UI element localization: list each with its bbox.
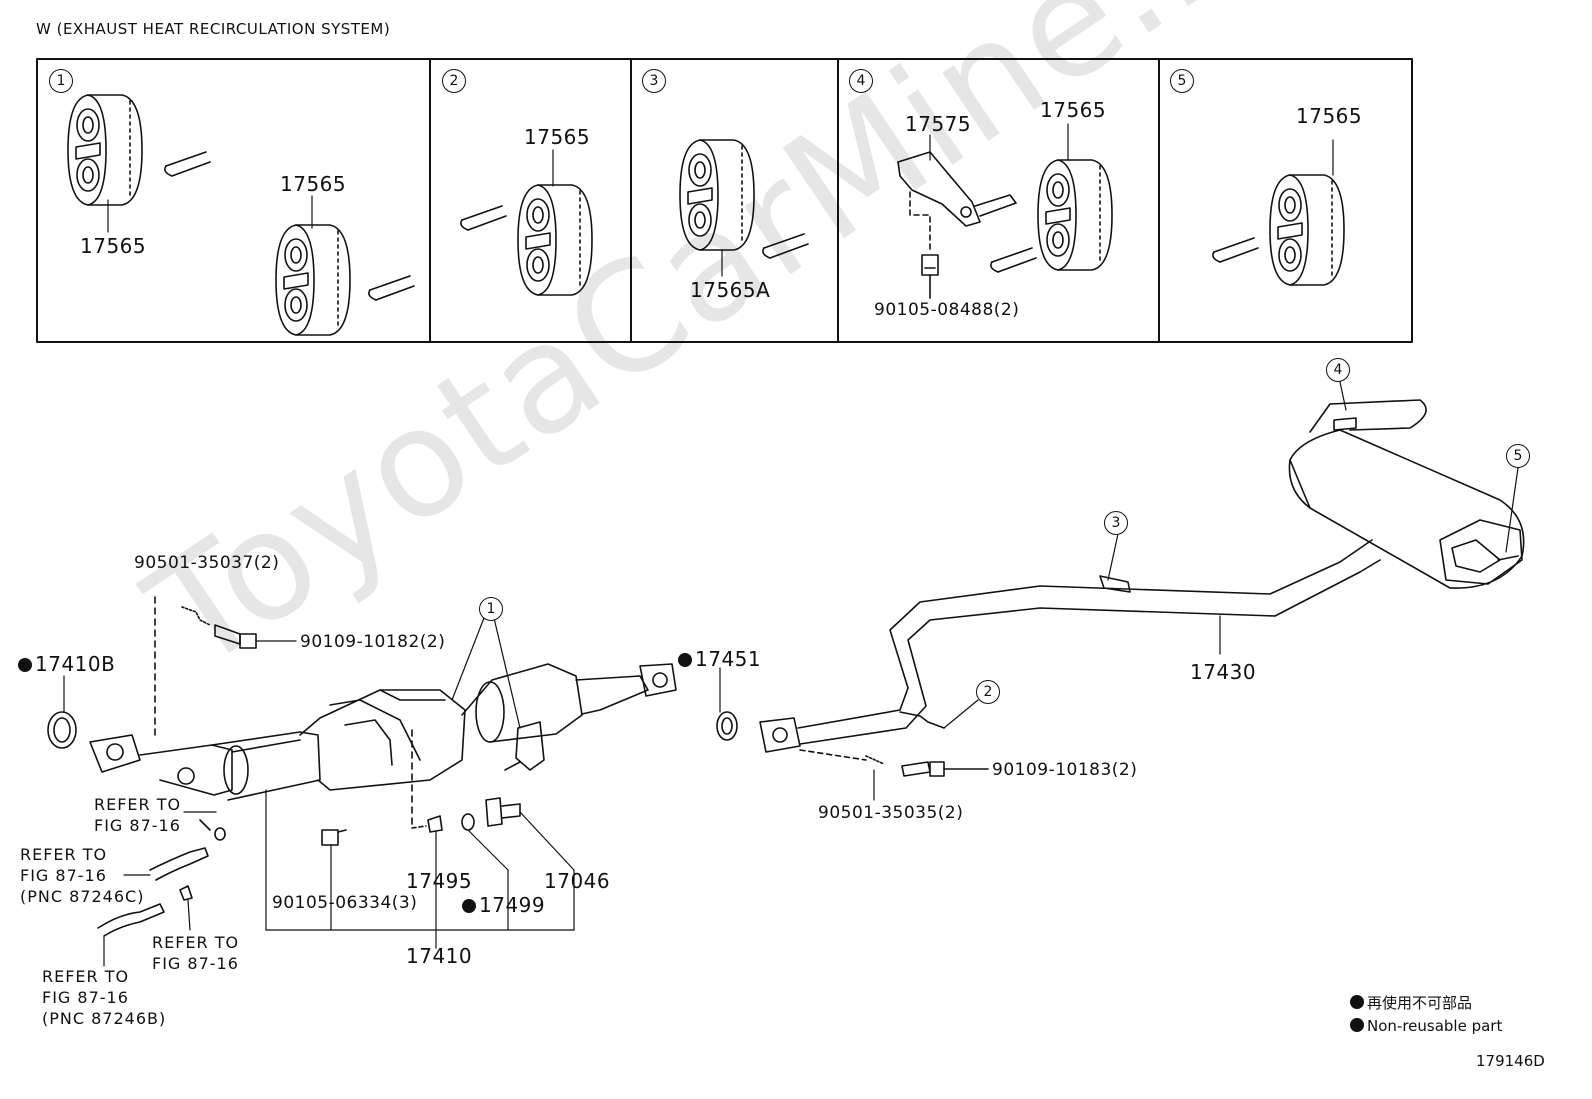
front-leaders xyxy=(63,617,721,967)
part-17410: 17410 xyxy=(406,944,473,968)
panel-4-label-a: 17575 xyxy=(905,112,972,136)
rear-pipe-assembly xyxy=(759,399,1525,777)
panel-number-3: 3 xyxy=(642,69,666,93)
panel-1-art xyxy=(67,94,415,336)
legend-japanese: 再使用不可部品 xyxy=(1350,992,1472,1013)
part-90501-35035: 90501-35035(2) xyxy=(818,803,964,823)
inset-panels xyxy=(36,58,1413,343)
panel-2-art xyxy=(460,149,593,296)
panel-number-1: 1 xyxy=(49,69,73,93)
refer-note-2: REFER TO FIG 87-16 (PNC 87246C) xyxy=(20,845,145,906)
panel-number-2: 2 xyxy=(442,69,466,93)
panel-4-label-c: 90105-08488(2) xyxy=(874,300,1020,320)
diagram-title: W (EXHAUST HEAT RECIRCULATION SYSTEM) xyxy=(36,20,391,38)
front-pipe-assembly xyxy=(89,663,677,801)
legend-non-reusable: Non-reusable part xyxy=(1350,1017,1502,1035)
callout-1: 1 xyxy=(479,597,503,621)
figure-id: 179146D xyxy=(1476,1052,1545,1070)
part-90109-10182: 90109-10182(2) xyxy=(300,632,446,652)
part-17410B: 17410B xyxy=(18,652,115,676)
part-17495: 17495 xyxy=(406,869,473,893)
refer-note-1: REFER TO FIG 87-16 xyxy=(94,795,182,835)
refer-note-3: REFER TO FIG 87-16 xyxy=(152,933,240,973)
panel-3-label: 17565A xyxy=(690,278,771,302)
panel-1-label-b: 17565 xyxy=(280,172,347,196)
callout-5: 5 xyxy=(1506,444,1530,468)
panel-2-label: 17565 xyxy=(524,125,591,149)
callout-3: 3 xyxy=(1104,511,1128,535)
panel-5-art xyxy=(1212,139,1345,286)
part-17451: 17451 xyxy=(678,647,761,671)
panel-5-label: 17565 xyxy=(1296,104,1363,128)
refer-note-4: REFER TO FIG 87-16 (PNC 87246B) xyxy=(42,967,167,1028)
rear-leaders xyxy=(873,381,1519,801)
part-17499: 17499 xyxy=(462,893,545,917)
callout-4: 4 xyxy=(1326,358,1350,382)
panel-number-5: 5 xyxy=(1170,69,1194,93)
gaskets-and-bolts xyxy=(47,596,738,937)
part-90501-35037: 90501-35037(2) xyxy=(134,553,280,573)
part-90109-10183: 90109-10183(2) xyxy=(992,760,1138,780)
panel-4-label-b: 17565 xyxy=(1040,98,1107,122)
panel-3-art xyxy=(679,139,809,277)
panel-1-label-a: 17565 xyxy=(80,234,147,258)
callout-2: 2 xyxy=(976,680,1000,704)
panel-number-4: 4 xyxy=(849,69,873,93)
panel-4-art xyxy=(897,123,1113,299)
part-17430: 17430 xyxy=(1190,660,1257,684)
part-90105-06334: 90105-06334(3) xyxy=(272,893,418,913)
part-17046: 17046 xyxy=(544,869,611,893)
